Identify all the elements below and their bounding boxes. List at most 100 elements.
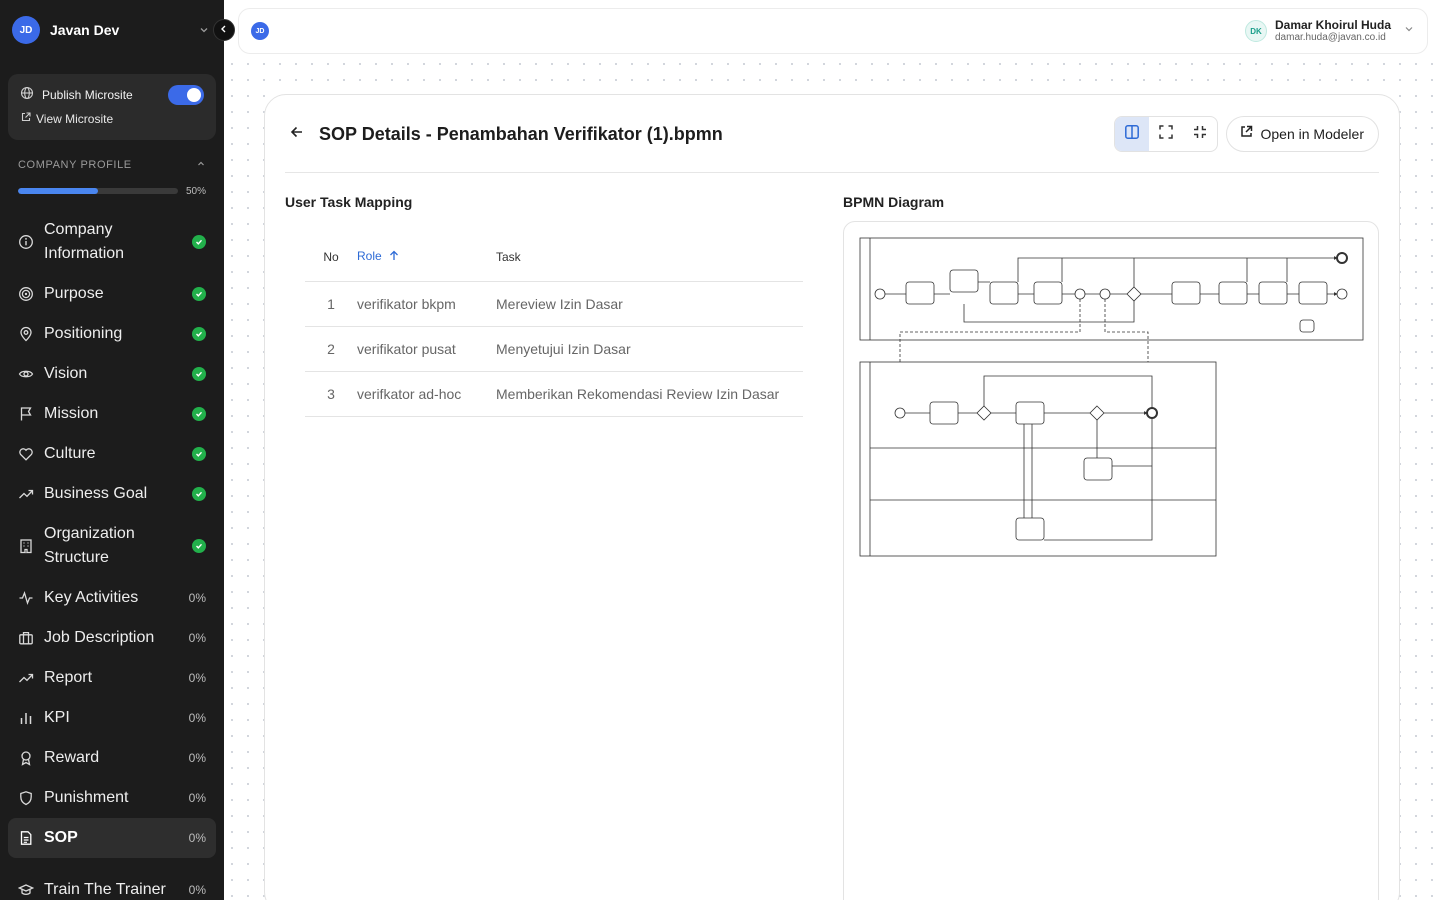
sidebar-item-organization-structure[interactable]: Organization Structure (8, 514, 216, 578)
sidebar-item-positioning[interactable]: Positioning (8, 314, 216, 354)
company-profile-header[interactable]: COMPANY PROFILE (0, 158, 224, 172)
check-circle-icon (192, 287, 206, 301)
completion-status: 0% (188, 883, 206, 897)
shield-icon (18, 790, 34, 806)
cell-task: Menyetujui Izin Dasar (496, 326, 803, 372)
collapse-sidebar-button[interactable] (213, 19, 235, 41)
sidebar-item-label: Mission (44, 405, 99, 422)
sidebar-item-label: Organization Structure (44, 525, 135, 566)
publish-microsite-toggle[interactable] (168, 85, 204, 105)
split-view-icon (1124, 124, 1140, 145)
target-icon (18, 286, 34, 302)
completion-status: 0% (188, 631, 206, 645)
back-button[interactable] (285, 122, 309, 146)
company-profile-label: COMPANY PROFILE (18, 159, 132, 171)
open-in-modeler-label: Open in Modeler (1260, 126, 1364, 142)
award-icon (18, 750, 34, 766)
top-bar: JD DK Damar Khoirul Huda damar.huda@java… (238, 8, 1428, 54)
sidebar-item-label: Business Goal (44, 485, 148, 502)
cell-task: Memberikan Rekomendasi Review Izin Dasar (496, 371, 803, 417)
sidebar-item-mission[interactable]: Mission (8, 394, 216, 434)
cell-role: verifikator pusat (357, 326, 496, 372)
completion-status: 0% (188, 751, 206, 765)
arrow-left-icon (289, 124, 305, 145)
header-divider (285, 172, 1379, 173)
sidebar-item-business-goal[interactable]: Business Goal (8, 474, 216, 514)
sidebar-item-culture[interactable]: Culture (8, 434, 216, 474)
column-header-task[interactable]: Task (496, 233, 803, 282)
shrink-icon (1192, 124, 1208, 145)
user-menu[interactable]: DK Damar Khoirul Huda damar.huda@javan.c… (1244, 18, 1415, 44)
header-avatar[interactable]: JD (251, 22, 269, 40)
bpmn-diagram-title: BPMN Diagram (843, 194, 945, 210)
trending-up-icon (18, 670, 34, 686)
info-icon (18, 234, 34, 250)
cell-task: Mereview Izin Dasar (496, 281, 803, 327)
microsite-card: Publish Microsite View Microsite (8, 74, 216, 140)
external-link-icon (20, 110, 32, 128)
sidebar-item-job-description[interactable]: Job Description 0% (8, 618, 216, 658)
table-header-row: No Role Task (305, 233, 803, 282)
check-circle-icon (192, 487, 206, 501)
progress-track (18, 188, 178, 194)
sidebar-item-company-information[interactable]: Company Information (8, 210, 216, 274)
publish-microsite-label: Publish Microsite (42, 88, 133, 102)
view-microsite-link[interactable]: View Microsite (20, 110, 204, 128)
check-circle-icon (192, 235, 206, 249)
column-header-role[interactable]: Role (357, 233, 496, 282)
bpmn-pool-bkpm (859, 361, 1217, 557)
sidebar-item-label: Punishment (44, 789, 129, 806)
workspace-switcher[interactable]: JD Javan Dev (0, 0, 224, 60)
progress-percent: 50% (186, 185, 207, 197)
globe-icon (20, 86, 34, 105)
user-name: Damar Khoirul Huda (1274, 18, 1391, 32)
sidebar-item-label: Report (44, 669, 93, 686)
bpmn-diagram-canvas (859, 237, 1364, 557)
file-text-icon (18, 830, 34, 846)
chevron-left-icon (219, 21, 229, 39)
progress-fill (18, 188, 98, 194)
open-in-modeler-button[interactable]: Open in Modeler (1226, 116, 1379, 152)
page-title: SOP Details - Penambahan Verifikator (1)… (319, 123, 723, 144)
graduation-cap-icon (18, 882, 34, 898)
view-mode-toggle (1114, 116, 1219, 152)
sidebar-item-label: KPI (44, 709, 70, 726)
sidebar-item-label: SOP (44, 829, 78, 846)
sidebar-item-vision[interactable]: Vision (8, 354, 216, 394)
sidebar-item-label: Job Description (44, 629, 155, 646)
fullscreen-icon (1158, 124, 1174, 145)
column-header-no[interactable]: No (305, 233, 357, 282)
sop-details-card: SOP Details - Penambahan Verifikator (1)… (264, 94, 1400, 900)
completion-status: 0% (188, 591, 206, 605)
user-email: damar.huda@javan.co.id (1274, 32, 1386, 43)
sidebar-item-purpose[interactable]: Purpose (8, 274, 216, 314)
split-view-button[interactable] (1115, 117, 1150, 151)
chevron-down-icon (196, 22, 212, 38)
flag-icon (18, 406, 34, 422)
check-circle-icon (192, 539, 206, 553)
briefcase-icon (18, 630, 34, 646)
bpmn-diagram-viewer[interactable] (843, 221, 1379, 900)
sidebar-item-label: Purpose (44, 285, 104, 302)
heart-icon (18, 446, 34, 462)
sidebar-item-key-activities[interactable]: Key Activities 0% (8, 578, 216, 618)
sidebar-item-label: Key Activities (44, 589, 139, 606)
workspace-name: Javan Dev (50, 22, 120, 38)
user-task-mapping-title: User Task Mapping (285, 194, 413, 210)
check-circle-icon (192, 367, 206, 381)
fullscreen-button[interactable] (1149, 117, 1183, 151)
sidebar: JD Javan Dev Publish Microsite View Micr… (0, 0, 224, 900)
company-profile-progress: 50% (0, 184, 224, 198)
shrink-button[interactable] (1183, 117, 1217, 151)
